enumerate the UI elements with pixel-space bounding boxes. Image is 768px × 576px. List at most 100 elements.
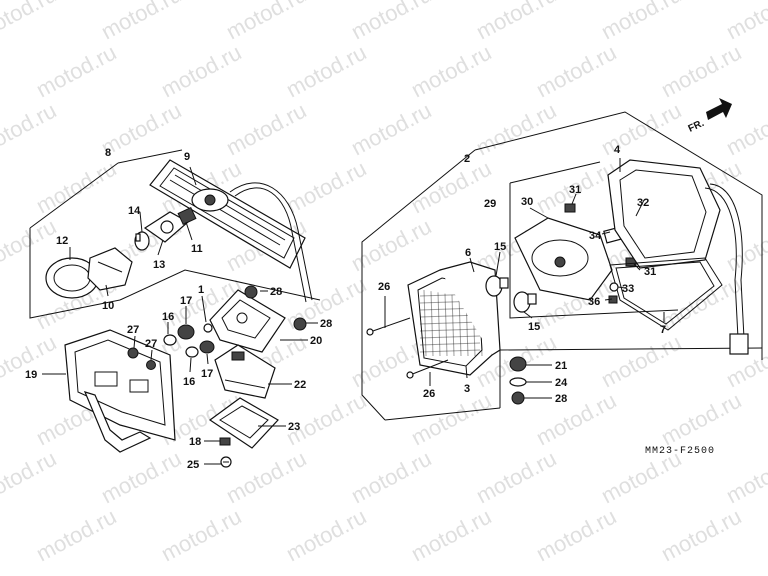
callout-1: 1 <box>198 284 204 296</box>
callout-36: 36 <box>588 296 600 308</box>
watermark-text: motod.ru <box>722 0 768 44</box>
callout-24: 24 <box>555 377 568 389</box>
callout-20: 20 <box>310 335 322 347</box>
callout-6: 6 <box>465 247 471 259</box>
lens-texture-line <box>419 335 481 339</box>
grommet-16b <box>185 346 199 358</box>
callout-14: 14 <box>128 205 141 217</box>
lens-texture-line <box>419 328 481 332</box>
front-direction-label: FR. <box>687 118 706 135</box>
socket-11 <box>177 206 197 226</box>
callout-31b: 31 <box>644 266 656 278</box>
watermark-text: motod.ru <box>407 40 495 103</box>
frame-2-bottom-line <box>384 407 501 421</box>
nut-27a <box>127 347 139 359</box>
bracket-22 <box>214 344 276 399</box>
callout-15b: 15 <box>528 321 540 333</box>
washer-1 <box>203 323 213 333</box>
watermark-text: motod.ru <box>722 214 768 277</box>
lens-texture-line <box>430 291 434 357</box>
watermark-text: motod.ru <box>407 388 495 451</box>
watermark-text: motod.ru <box>407 156 495 219</box>
watermark-text: motod.ru <box>0 0 60 44</box>
frame-29-top-line <box>509 161 601 184</box>
watermark-text: motod.ru <box>97 0 185 44</box>
wire-harness-left-2 <box>234 187 307 303</box>
lens-texture-line <box>423 289 427 357</box>
watermark-text: motod.ru <box>657 40 745 103</box>
bolt-28b <box>293 317 307 331</box>
frame-2-right-line <box>474 111 763 360</box>
callout-22: 22 <box>294 379 306 391</box>
washer-24 <box>509 377 527 387</box>
callout-23: 23 <box>288 421 300 433</box>
screw-26a <box>366 317 411 336</box>
watermark-text: motod.ru <box>657 388 745 451</box>
callout-21: 21 <box>555 360 567 372</box>
lens-texture-line <box>419 321 481 325</box>
callout-17b: 17 <box>201 368 213 380</box>
callout-8: 8 <box>105 147 111 159</box>
callout-19: 19 <box>25 369 37 381</box>
callout-17a: 17 <box>180 295 192 307</box>
frame-8-bottom-line <box>29 228 121 319</box>
watermark-text: motod.ru <box>282 156 370 219</box>
watermark-text: motod.ru <box>157 40 245 103</box>
lens-texture-line <box>444 293 448 357</box>
watermark-text: motod.ru <box>597 98 685 161</box>
nut-28c <box>511 391 525 405</box>
frame-8-left-line <box>29 162 119 229</box>
watermark-text: motod.ru <box>0 98 60 161</box>
leader-lines <box>42 158 665 465</box>
bulb-15a <box>485 275 509 297</box>
watermark-text: motod.ru <box>282 388 370 451</box>
lens-texture-line <box>458 295 462 357</box>
callout-28b: 28 <box>320 318 332 330</box>
callout-3: 3 <box>464 383 470 395</box>
watermark-text: motod.ru <box>657 504 745 567</box>
wire-harness-left <box>229 182 313 301</box>
watermark-text: motod.ru <box>597 0 685 44</box>
grommet-21 <box>509 356 527 372</box>
watermark-text: motod.ru <box>282 40 370 103</box>
callout-15a: 15 <box>494 241 506 253</box>
screw-25 <box>220 456 232 468</box>
watermark-text: motod.ru <box>472 0 560 44</box>
frame-29-line <box>509 183 679 319</box>
watermark-text: motod.ru <box>722 446 768 509</box>
watermark-text: motod.ru <box>472 98 560 161</box>
watermark-text: motod.ru <box>532 40 620 103</box>
lens-texture-line <box>437 292 441 357</box>
callout-27a: 27 <box>127 324 139 336</box>
callout-labels: 8 9 14 12 13 11 10 28 28 1 17 16 16 17 2… <box>25 144 666 471</box>
watermark-text: motod.ru <box>657 272 745 335</box>
watermark-text: motod.ru <box>407 504 495 567</box>
watermark-text: motod.ru <box>32 504 120 567</box>
callout-18: 18 <box>189 436 201 448</box>
nut-27b <box>146 360 156 370</box>
connector <box>729 333 749 355</box>
callout-16b: 16 <box>183 376 195 388</box>
watermark-text: motod.ru <box>532 504 620 567</box>
lens-texture-line <box>419 349 481 353</box>
grommet-17a <box>177 324 195 340</box>
callout-10: 10 <box>102 300 114 312</box>
callout-30: 30 <box>521 196 533 208</box>
wire-harness-right-2 <box>709 183 745 339</box>
nut-33 <box>609 282 619 292</box>
plate-23 <box>208 397 279 449</box>
grommet-16a <box>163 334 177 346</box>
watermark-text: motod.ru <box>472 446 560 509</box>
lens-texture-line <box>451 294 455 357</box>
callout-11: 11 <box>191 243 203 255</box>
watermark-text: motod.ru <box>347 214 435 277</box>
callout-12: 12 <box>56 235 68 247</box>
callout-32: 32 <box>637 197 649 209</box>
screw-31a <box>564 203 576 213</box>
callout-31a: 31 <box>569 184 581 196</box>
callout-34: 34 <box>589 230 602 242</box>
callout-28c: 28 <box>555 393 567 405</box>
callout-33: 33 <box>622 283 634 295</box>
